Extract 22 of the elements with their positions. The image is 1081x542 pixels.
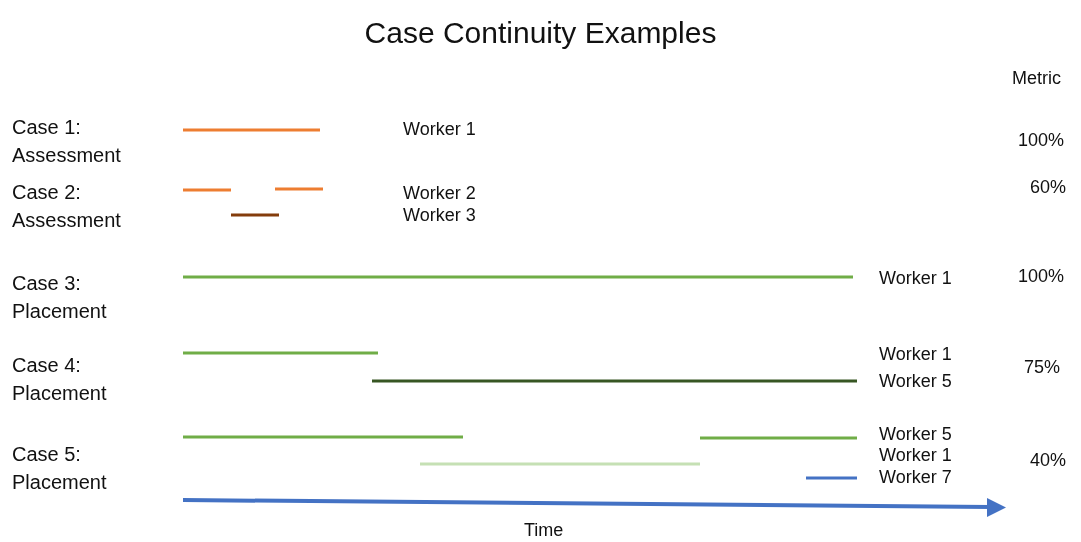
worker-label: Worker 1 bbox=[879, 267, 952, 289]
title: Case Continuity Examples bbox=[363, 16, 718, 50]
case-label: Case 4: Placement bbox=[12, 353, 108, 406]
column-header: Metric bbox=[1012, 67, 1061, 89]
worker-label: Worker 1 bbox=[403, 118, 476, 140]
metric-value: 100% bbox=[1018, 265, 1065, 287]
metric-value: 100% bbox=[1018, 129, 1065, 151]
case-label: Case 2: Assessment bbox=[12, 180, 122, 233]
case-label: Case 5: Placement bbox=[12, 442, 108, 495]
worker-label: Worker 2 bbox=[403, 182, 476, 204]
metric-value: 40% bbox=[1030, 449, 1067, 471]
worker-label: Worker 3 bbox=[403, 204, 476, 226]
worker-label: Worker 7 bbox=[879, 466, 952, 488]
axis-label: Time bbox=[524, 519, 564, 541]
case-label: Case 1: Assessment bbox=[12, 115, 122, 168]
case-label: Case 3: Placement bbox=[12, 271, 108, 324]
worker-label: Worker 5 bbox=[879, 423, 952, 445]
worker-label: Worker 5 bbox=[879, 370, 952, 392]
worker-label: Worker 1 bbox=[879, 343, 952, 365]
metric-value: 60% bbox=[1030, 176, 1067, 198]
metric-value: 75% bbox=[1024, 356, 1061, 378]
worker-label: Worker 1 bbox=[879, 444, 952, 466]
